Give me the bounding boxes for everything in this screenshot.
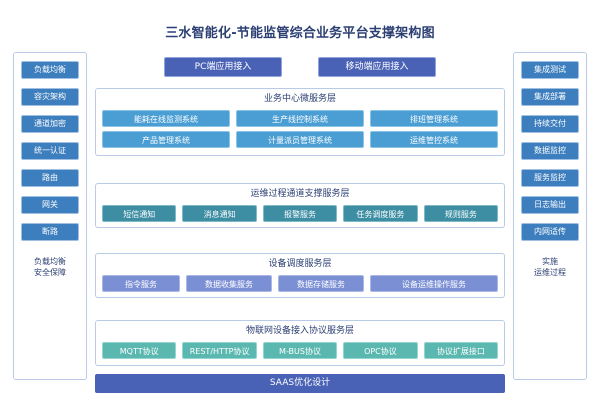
node-message-notification[interactable]: 消息通知 [182, 205, 257, 222]
sidebar-item-unified-auth[interactable]: 统一认证 [21, 142, 79, 160]
left-column-caption: 负载均衡 安全保障 [19, 256, 81, 278]
node-mbus-protocol[interactable]: M-BUS协议 [262, 342, 338, 359]
sidebar-item-integration-deploy[interactable]: 集成部署 [521, 88, 579, 106]
layer-title-protocol: 物联网设备接入协议服务层 [245, 326, 354, 336]
node-data-storage-service[interactable]: 数据存储服务 [278, 275, 364, 292]
sidebar-item-channel-encryption[interactable]: 通道加密 [21, 115, 79, 133]
sidebar-item-log-output[interactable]: 日志输出 [521, 196, 579, 214]
left-column-caption-line2: 安全保障 [34, 268, 66, 277]
right-column-caption-line2: 运维过程 [534, 268, 566, 277]
left-column-caption-line1: 负载均衡 [34, 257, 66, 266]
sidebar-item-data-monitoring[interactable]: 数据监控 [521, 142, 579, 160]
node-protocol-extension-interface[interactable]: 协议扩展接口 [423, 342, 499, 359]
layer-business-row-1: 能耗在线监测系统 生产线控制系统 排班管理系统 [102, 110, 498, 127]
layer-title-device: 设备调度服务层 [268, 259, 332, 269]
node-product-management[interactable]: 产品管理系统 [102, 131, 230, 148]
node-sms-notification[interactable]: 短信通知 [102, 205, 177, 222]
access-button-pc[interactable]: PC端应用接入 [164, 57, 282, 77]
sidebar-item-dr-architecture[interactable]: 容灾架构 [21, 88, 79, 106]
node-production-line-control[interactable]: 生产线控制系统 [236, 110, 364, 127]
application-access-row: PC端应用接入 移动端应用接入 [95, 57, 505, 77]
node-device-ops-operation-service[interactable]: 设备运维操作服务 [370, 275, 498, 292]
node-metering-dispatch-management[interactable]: 计量派员管理系统 [236, 131, 364, 148]
node-mqtt-protocol[interactable]: MQTT协议 [102, 342, 177, 359]
node-opc-protocol[interactable]: OPC协议 [343, 342, 418, 359]
layer-business-row-2: 产品管理系统 计量派员管理系统 运维管控系统 [102, 131, 498, 148]
access-button-mobile[interactable]: 移动端应用接入 [318, 57, 436, 77]
page-title: 三水智能化-节能监管综合业务平台支撑架构图 [165, 26, 435, 41]
node-rest-http-protocol[interactable]: REST/HTTP协议 [182, 342, 257, 359]
sidebar-item-circuit-breaker[interactable]: 断路 [21, 223, 79, 241]
right-column-caption: 实施 运维过程 [519, 256, 581, 278]
layer-protocol-row-1: MQTT协议 REST/HTTP协议 M-BUS协议 OPC协议 协议扩展接口 [102, 342, 499, 359]
right-devops-column: 集成测试 集成部署 持续交付 数据监控 服务监控 日志输出 内网适传 实施 运维… [513, 52, 587, 380]
node-ops-control-system[interactable]: 运维管控系统 [370, 131, 498, 148]
node-shift-management[interactable]: 排班管理系统 [370, 110, 498, 127]
layer-iot-protocol-access: 物联网设备接入协议服务层 MQTT协议 REST/HTTP协议 M-BUS协议 … [95, 320, 505, 366]
layer-title-ops: 运维过程通道支撑服务层 [250, 189, 350, 199]
layer-device-scheduling: 设备调度服务层 指令服务 数据收集服务 数据存储服务 设备运维操作服务 [95, 253, 505, 298]
node-data-collection-service[interactable]: 数据收集服务 [186, 275, 272, 292]
sidebar-item-load-balance[interactable]: 负载均衡 [21, 61, 79, 79]
sidebar-item-intranet-transfer[interactable]: 内网适传 [521, 223, 579, 241]
sidebar-item-routing[interactable]: 路由 [21, 169, 79, 187]
layer-ops-channel-support: 运维过程通道支撑服务层 短信通知 消息通知 报警服务 任务调度服务 规则服务 [95, 183, 505, 228]
layer-title-business: 业务中心微服务层 [263, 94, 336, 104]
layer-ops-row-1: 短信通知 消息通知 报警服务 任务调度服务 规则服务 [102, 205, 499, 222]
node-energy-online-monitoring[interactable]: 能耗在线监测系统 [102, 110, 230, 127]
node-alarm-service[interactable]: 报警服务 [262, 205, 338, 222]
layer-business-microservices: 业务中心微服务层 能耗在线监测系统 生产线控制系统 排班管理系统 产品管理系统 … [95, 88, 505, 156]
sidebar-item-service-monitoring[interactable]: 服务监控 [521, 169, 579, 187]
sidebar-item-gateway[interactable]: 网关 [21, 196, 79, 214]
left-capability-column: 负载均衡 容灾架构 通道加密 统一认证 路由 网关 断路 负载均衡 安全保障 [13, 52, 87, 380]
sidebar-item-continuous-delivery[interactable]: 持续交付 [521, 115, 579, 133]
right-column-caption-line1: 实施 [542, 257, 558, 266]
node-rule-service[interactable]: 规则服务 [423, 205, 499, 222]
node-command-service[interactable]: 指令服务 [102, 275, 180, 292]
layer-device-row-1: 指令服务 数据收集服务 数据存储服务 设备运维操作服务 [102, 275, 498, 292]
sidebar-item-integration-test[interactable]: 集成测试 [521, 61, 579, 79]
node-task-scheduling-service[interactable]: 任务调度服务 [343, 205, 418, 222]
footer-saas-optimization: SAAS优化设计 [95, 374, 505, 393]
